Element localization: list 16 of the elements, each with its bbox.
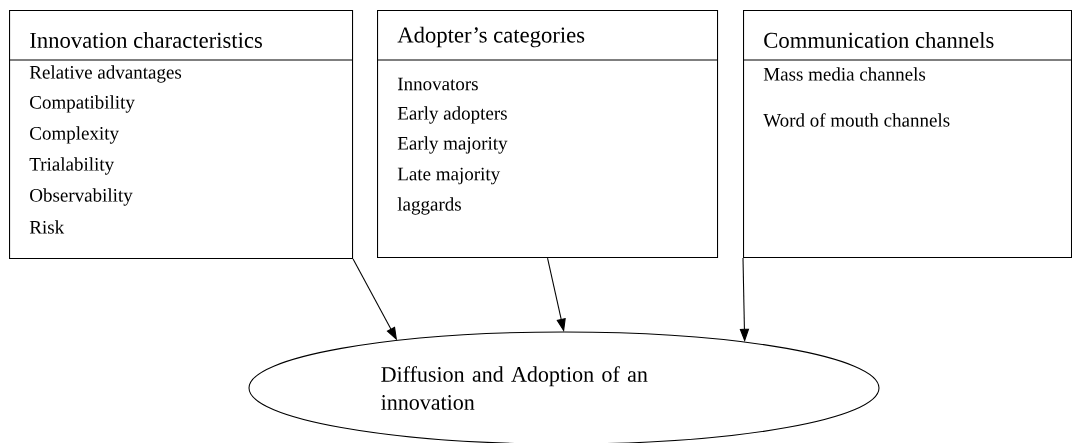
list-item: Late majority	[397, 167, 501, 185]
box-heading: Communication channels	[764, 32, 994, 48]
list-item: Compatibility	[30, 95, 135, 113]
list-item: Early adopters	[397, 106, 507, 124]
list-item: Risk	[29, 220, 65, 234]
list-item: laggards	[397, 197, 461, 215]
list-item: Word of mouth channels	[763, 113, 950, 127]
list-item: Trialability	[29, 157, 115, 175]
list-item: Complexity	[30, 126, 119, 144]
list-item: Early majority	[397, 136, 508, 154]
list-item: Mass media channels	[763, 67, 926, 81]
list-item: Innovators	[397, 77, 478, 91]
box-heading: Adopter’s categories	[397, 26, 585, 48]
list-item: Relative advantages	[29, 65, 182, 83]
list-item: Observability	[30, 188, 133, 206]
box-heading: Innovation characteristics	[30, 32, 262, 48]
